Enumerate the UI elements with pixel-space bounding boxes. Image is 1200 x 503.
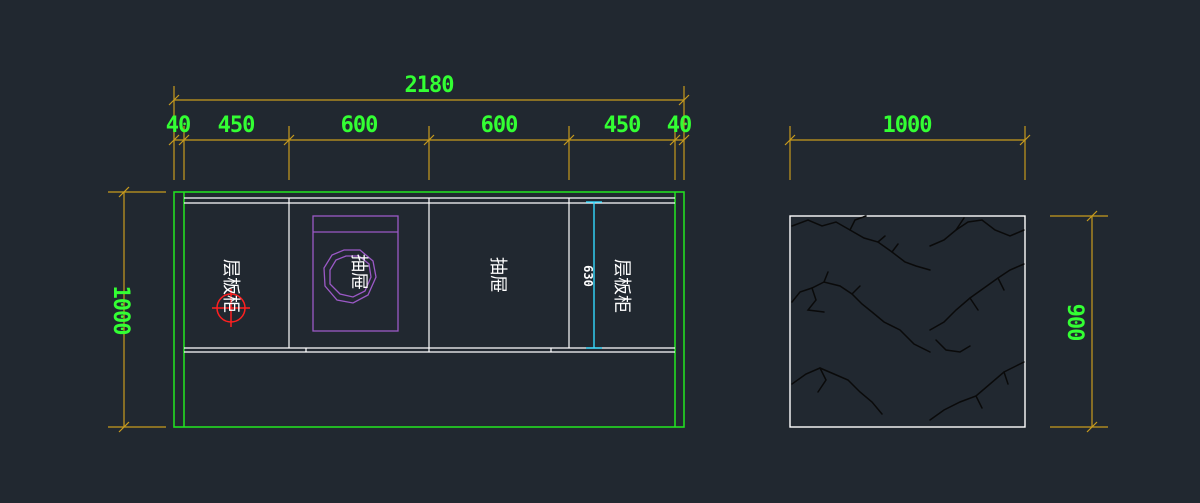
countertop xyxy=(789,215,1026,428)
height-label: 1000 xyxy=(108,286,133,335)
sink xyxy=(312,215,399,332)
top-width-dimension xyxy=(784,126,1031,180)
cabinet-frame xyxy=(173,191,685,428)
plan-view: 2180 40 450 600 600 450 40 xyxy=(108,73,692,433)
marble-veins xyxy=(791,215,1025,421)
overall-width-dimension xyxy=(168,86,690,180)
top-view: 1000 900 xyxy=(784,113,1108,433)
top-height-label: 900 xyxy=(1062,304,1087,341)
segment-label-1: 40 xyxy=(166,113,191,138)
segment-label-4: 600 xyxy=(481,113,518,138)
segment-label-2: 450 xyxy=(218,113,255,138)
section-label-4: 层板柜 xyxy=(611,259,632,313)
inner-dimension-label: 630 xyxy=(581,265,595,287)
section-label-2: 抽屉 xyxy=(348,254,369,290)
section-label-3: 抽屉 xyxy=(487,257,508,293)
segment-label-3: 600 xyxy=(341,113,378,138)
cabinet-interior-lines xyxy=(184,197,675,353)
segment-dimensions xyxy=(168,126,690,180)
top-width-label: 1000 xyxy=(883,113,932,138)
segment-label-6: 40 xyxy=(667,113,692,138)
inner-dimension xyxy=(586,201,602,349)
overall-width-label: 2180 xyxy=(405,73,454,98)
section-label-1: 层板柜 xyxy=(220,259,241,313)
height-dimension xyxy=(108,186,166,433)
segment-label-5: 450 xyxy=(604,113,641,138)
target-marker-icon xyxy=(212,289,250,327)
top-height-dimension xyxy=(1050,210,1108,433)
